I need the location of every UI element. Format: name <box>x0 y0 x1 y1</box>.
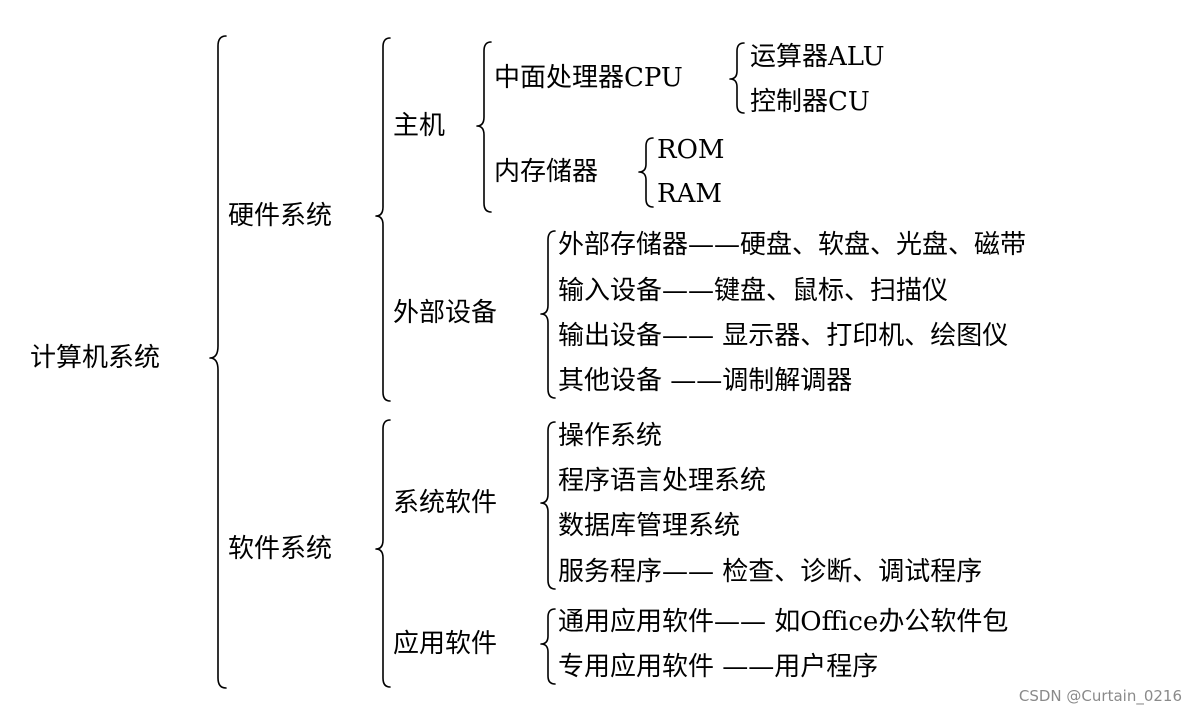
memory-item: RAM <box>657 179 722 209</box>
brace-cpu <box>729 42 745 114</box>
hardware-label: 硬件系统 <box>228 201 333 231</box>
system-software-item: 数据库管理系统 <box>558 511 741 541</box>
system-software-item: 服务程序—— 检查、诊断、调试程序 <box>558 557 983 587</box>
memory-item: ROM <box>657 135 725 165</box>
brace-root <box>209 35 227 689</box>
application-software-label: 应用软件 <box>393 629 498 659</box>
system-software-item: 程序语言处理系统 <box>558 466 767 496</box>
brace-application-software <box>540 608 556 685</box>
brace-hardware <box>375 37 391 402</box>
memory-label: 内存储器 <box>494 157 599 187</box>
peripherals-label: 外部设备 <box>393 298 498 328</box>
cpu-item: 运算器ALU <box>750 42 885 72</box>
system-software-label: 系统软件 <box>393 488 498 518</box>
brace-memory <box>638 137 654 208</box>
application-software-item: 通用应用软件—— 如Office办公软件包 <box>558 607 1009 637</box>
software-label: 软件系统 <box>228 534 333 564</box>
application-software-item: 专用应用软件 ——用户程序 <box>558 652 879 682</box>
cpu-label: 中面处理器CPU <box>494 63 683 93</box>
peripheral-item: 输出设备—— 显示器、打印机、绘图仪 <box>558 321 1009 351</box>
root-label: 计算机系统 <box>30 343 161 373</box>
brace-software <box>375 419 391 688</box>
peripheral-item: 外部存储器——硬盘、软盘、光盘、磁带 <box>558 230 1027 260</box>
brace-system-software <box>540 421 556 590</box>
host-label: 主机 <box>393 111 446 141</box>
peripheral-item: 输入设备——键盘、鼠标、扫描仪 <box>558 276 949 306</box>
system-software-item: 操作系统 <box>558 421 663 451</box>
brace-peripherals <box>540 230 556 399</box>
cpu-item: 控制器CU <box>750 87 870 117</box>
brace-host <box>476 41 492 213</box>
peripheral-item: 其他设备 ——调制解调器 <box>558 366 853 396</box>
watermark: CSDN @Curtain_0216 <box>1018 687 1182 705</box>
